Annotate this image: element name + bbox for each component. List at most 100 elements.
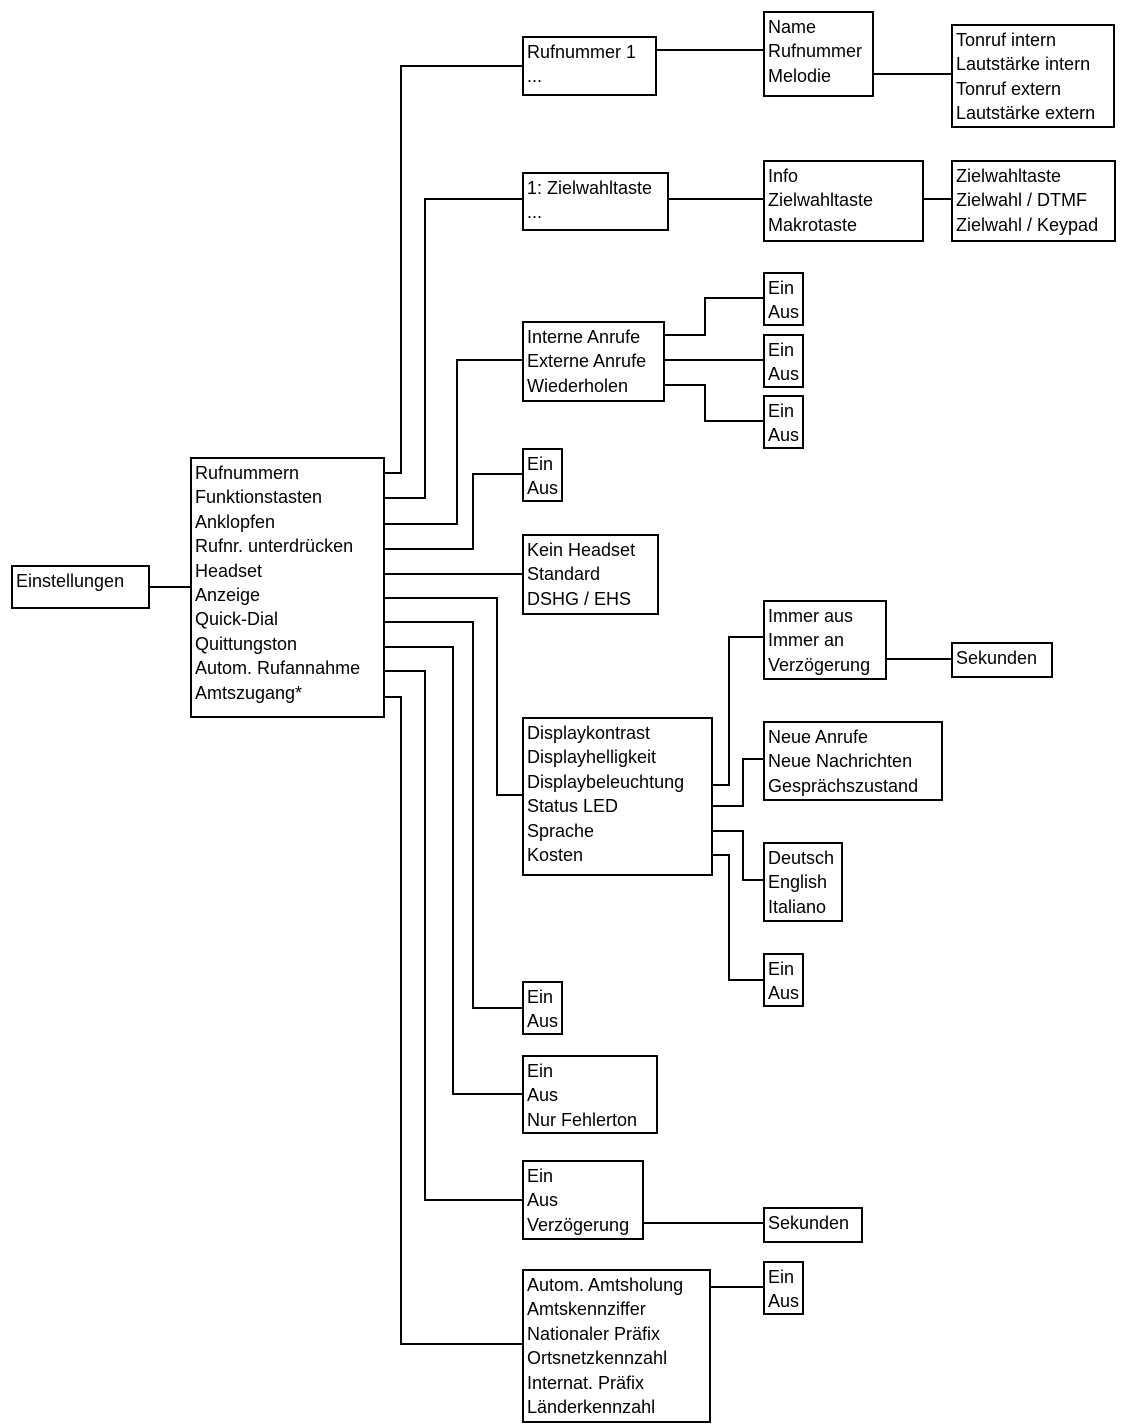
node-line: Lautstärke intern: [956, 54, 1091, 75]
node-line: Displayhelligkeit: [527, 747, 657, 768]
node-line: Sekunden: [956, 648, 1038, 668]
headset-options-box: Kein Headset Standard DSHG / EHS: [522, 534, 659, 615]
node-line: ...: [527, 66, 543, 87]
node-line: Ein: [768, 1267, 795, 1287]
node-line: Ein: [768, 340, 795, 360]
connector: [713, 758, 763, 807]
node-line: Displaykontrast: [527, 723, 651, 743]
node-line: Info: [768, 166, 799, 186]
connector: [713, 854, 763, 981]
rufannahme-sekunden-box: Sekunden: [763, 1207, 863, 1243]
node-line: Quittungston: [195, 633, 298, 654]
node-line: Zielwahl / DTMF: [956, 190, 1088, 211]
node-line: Länderkennzahl: [527, 1396, 656, 1417]
beleuchtung-options-box: Immer aus Immer an Verzögerung: [763, 600, 887, 680]
node-line: Sekunden: [768, 1213, 850, 1233]
node-line: Neue Anrufe: [768, 727, 869, 747]
node-line: Amtszugang*: [195, 682, 303, 703]
node-line: 1: Zielwahltaste: [527, 178, 653, 198]
node-line: Ein: [527, 1166, 554, 1186]
node-line: Einstellungen: [16, 571, 125, 591]
node-line: Rufnr. unterdrücken: [195, 536, 354, 557]
node-line: English: [768, 872, 828, 893]
node-line: Gesprächszustand: [768, 775, 919, 796]
node-line: Immer aus: [768, 606, 854, 626]
quickdial-ein-aus-box: Ein Aus: [522, 981, 563, 1035]
connector: [385, 359, 522, 525]
node-line: Melodie: [768, 65, 832, 86]
rufannahme-options-box: Ein Aus Verzögerung: [522, 1160, 644, 1240]
node-line: Autom. Rufannahme: [195, 658, 361, 679]
node-line: Funktionstasten: [195, 487, 323, 508]
node-line: Neue Nachrichten: [768, 751, 913, 772]
quittungston-options-box: Ein Aus Nur Fehlerton: [522, 1055, 658, 1134]
connector: [385, 621, 522, 1009]
connector: [385, 65, 522, 474]
node-line: Verzögerung: [527, 1214, 630, 1235]
anzeige-options-box: Displaykontrast Displayhelligkeit Displa…: [522, 717, 713, 876]
node-line: Tonruf extern: [956, 78, 1062, 99]
beleuchtung-sekunden-box: Sekunden: [951, 642, 1053, 678]
node-line: Aus: [527, 1190, 559, 1211]
rufnummer-detail-box: Name Rufnummer Melodie: [763, 11, 874, 97]
node-line: Interne Anrufe: [527, 327, 641, 347]
node-line: Kosten: [527, 844, 584, 865]
unterdruecken-ein-aus-box: Ein Aus: [522, 448, 563, 502]
connector: [385, 597, 522, 796]
node-line: Ein: [527, 1061, 554, 1081]
node-line: Wiederholen: [527, 375, 629, 396]
node-line: Nationaler Präfix: [527, 1323, 661, 1344]
zielwahl-options-box: Zielwahltaste Zielwahl / DTMF Zielwahl /…: [951, 160, 1116, 242]
node-line: Tonruf intern: [956, 30, 1057, 50]
wiederholen-ein-aus-box: Ein Aus: [763, 395, 804, 449]
node-line: Verzögerung: [768, 654, 871, 675]
node-line: Amtskennziffer: [527, 1299, 646, 1320]
connector: [385, 670, 522, 1201]
anklopfen-options-box: Interne Anrufe Externe Anrufe Wiederhole…: [522, 321, 665, 402]
node-line: Quick-Dial: [195, 609, 279, 630]
node-line: Aus: [768, 364, 800, 385]
connector: [713, 636, 763, 786]
node-line: Rufnummer 1: [527, 42, 637, 62]
node-line: Ein: [768, 401, 795, 421]
zielwahl-list-box: 1: Zielwahltaste ...: [522, 172, 669, 231]
connector: [665, 297, 763, 336]
node-line: Lautstärke extern: [956, 103, 1096, 124]
node-line: Aus: [527, 1011, 559, 1032]
node-line: Anklopfen: [195, 511, 276, 532]
node-line: Aus: [527, 1085, 559, 1106]
node-line: Makrotaste: [768, 214, 858, 235]
node-line: Status LED: [527, 796, 619, 817]
node-line: Italiano: [768, 896, 827, 917]
einstellungen-box: Einstellungen: [11, 565, 150, 609]
node-line: Rufnummer: [768, 41, 863, 62]
node-line: Aus: [768, 983, 800, 1004]
node-line: Autom. Amtsholung: [527, 1275, 684, 1295]
led-options-box: Neue Anrufe Neue Nachrichten Gesprächszu…: [763, 721, 943, 801]
connector: [385, 198, 522, 499]
node-line: Ein: [527, 454, 554, 474]
node-line: Aus: [768, 302, 800, 323]
node-line: Nur Fehlerton: [527, 1109, 638, 1130]
node-line: Headset: [195, 560, 263, 581]
melodie-options-box: Tonruf intern Lautstärke intern Tonruf e…: [951, 24, 1115, 128]
externe-ein-aus-box: Ein Aus: [763, 334, 804, 388]
node-line: Anzeige: [195, 584, 261, 605]
node-line: Deutsch: [768, 848, 835, 868]
sprache-options-box: Deutsch English Italiano: [763, 842, 843, 922]
node-line: Aus: [768, 425, 800, 446]
amtsholung-ein-aus-box: Ein Aus: [763, 1261, 804, 1315]
node-line: Zielwahltaste: [956, 166, 1062, 186]
main-menu-box: Rufnummern Funktionstasten Anklopfen Ruf…: [190, 457, 385, 718]
node-line: Standard: [527, 564, 601, 585]
node-line: ...: [527, 202, 543, 223]
node-line: Ein: [768, 959, 795, 979]
node-line: Kein Headset: [527, 540, 636, 560]
node-line: Aus: [768, 1291, 800, 1312]
connector: [713, 830, 763, 881]
node-line: Zielwahltaste: [768, 190, 874, 211]
node-line: Immer an: [768, 630, 845, 651]
node-line: DSHG / EHS: [527, 588, 632, 609]
